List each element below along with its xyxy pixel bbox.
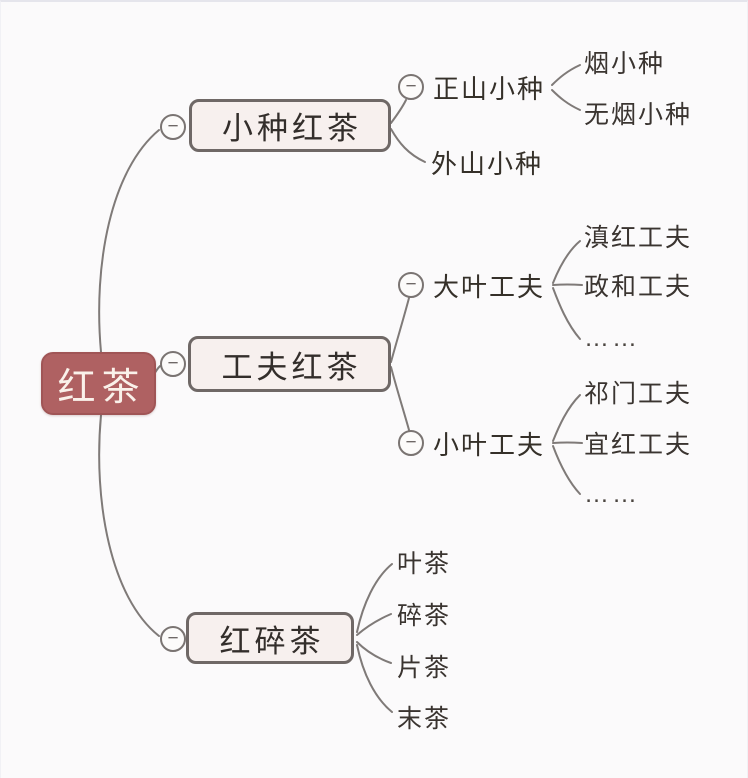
node-broken-black-tea[interactable]: 红碎茶 <box>186 612 354 664</box>
connector-broken-fanning-tea <box>356 641 392 664</box>
node-zhengshan-souchong[interactable]: 正山小种 <box>433 73 546 104</box>
minus-icon: − <box>167 627 179 649</box>
connector-large-leaf-dianhong <box>552 240 581 284</box>
node-ellipsis-large-leaf: …… <box>584 323 640 352</box>
connector-large-leaf-zhenghe <box>552 283 583 286</box>
minus-icon: − <box>167 352 179 374</box>
connector-small-leaf-ellipsis <box>552 445 581 495</box>
node-ellipsis-small-leaf: …… <box>584 479 640 508</box>
connector-broken-broken-tea <box>356 613 392 636</box>
node-zhenghe-gongfu[interactable]: 政和工夫 <box>584 273 693 301</box>
node-unsmoked-souchong[interactable]: 无烟小种 <box>584 101 693 129</box>
collapse-icon-small-leaf[interactable]: − <box>398 430 424 456</box>
collapse-icon-large-leaf[interactable]: − <box>398 272 424 298</box>
minus-icon: − <box>405 431 417 453</box>
node-dust-tea[interactable]: 末茶 <box>397 705 452 733</box>
connector-small-leaf-yihong <box>552 441 583 444</box>
connector-root-broken <box>98 414 160 637</box>
minus-icon: − <box>405 75 417 97</box>
node-broken-tea[interactable]: 碎茶 <box>397 602 452 630</box>
node-smoked-souchong[interactable]: 烟小种 <box>584 50 666 78</box>
connector-broken-leaf-tea <box>356 563 393 633</box>
connector-zhengshan-unsmoked <box>551 89 581 111</box>
root-node-black-tea[interactable]: 红茶 <box>41 352 156 415</box>
node-small-leaf-gongfu[interactable]: 小叶工夫 <box>433 429 546 460</box>
connector-gongfu-small-leaf <box>390 366 410 431</box>
collapse-icon-zhengshan[interactable]: − <box>398 74 424 100</box>
connector-broken-dust-tea <box>356 644 393 713</box>
node-waishan-souchong[interactable]: 外山小种 <box>431 148 544 179</box>
node-gongfu-black-tea[interactable]: 工夫红茶 <box>188 336 391 392</box>
connector-zhengshan-smoked <box>551 64 581 86</box>
connector-souchong-waishan <box>390 128 426 163</box>
node-yihong-gongfu[interactable]: 宜红工夫 <box>584 431 693 459</box>
connector-root-souchong <box>98 129 160 353</box>
minus-icon: − <box>167 115 179 137</box>
connector-large-leaf-ellipsis <box>552 287 581 340</box>
node-dianhong-gongfu[interactable]: 滇红工夫 <box>584 224 693 252</box>
node-fanning-tea[interactable]: 片茶 <box>397 654 452 682</box>
collapse-icon-souchong[interactable]: − <box>160 114 186 140</box>
collapse-icon-broken[interactable]: − <box>160 626 186 652</box>
collapse-icon-gongfu[interactable]: − <box>160 351 186 377</box>
connector-small-leaf-qimen <box>552 394 581 442</box>
node-qimen-gongfu[interactable]: 祁门工夫 <box>584 380 693 408</box>
connector-souchong-zhengshan <box>390 99 407 124</box>
node-large-leaf-gongfu[interactable]: 大叶工夫 <box>433 271 546 302</box>
node-souchong-black-tea[interactable]: 小种红茶 <box>189 99 391 152</box>
connector-gongfu-large-leaf <box>390 297 410 363</box>
minus-icon: − <box>405 273 417 295</box>
node-leaf-tea[interactable]: 叶茶 <box>397 550 452 578</box>
